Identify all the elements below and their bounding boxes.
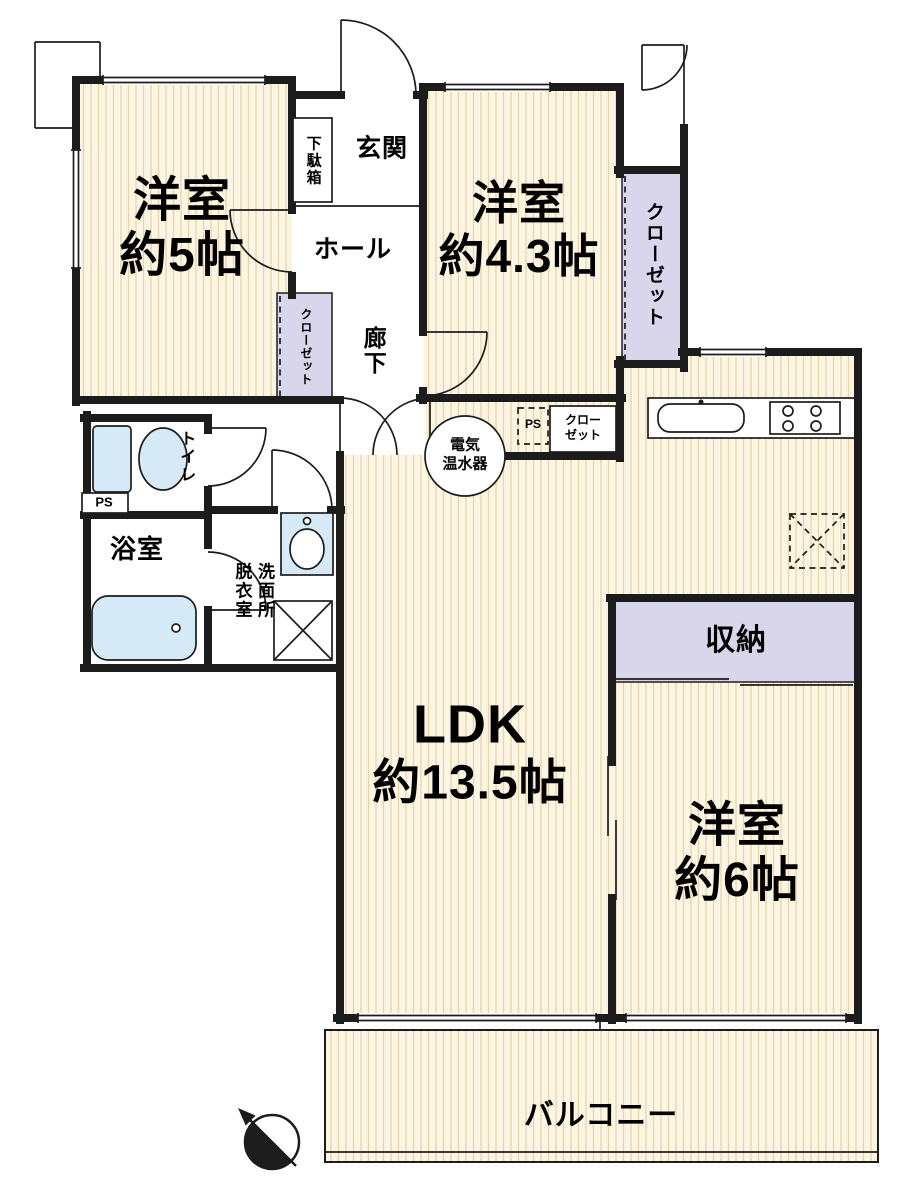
water-heater-icon [424,415,506,497]
ps-left-label: PS [95,494,113,510]
washbasin-icon [280,512,334,576]
entrance-door-arc [340,19,417,96]
washroom-door-arc [271,449,333,511]
room43-size: 約4.3帖 [438,230,600,282]
room6-label: 洋室 約6帖 [674,798,800,908]
ps-left-box [81,492,129,514]
stove-icon [769,401,841,435]
balcony-floor [324,1029,879,1163]
room5-door-arc [229,209,293,273]
bathroom-label: 浴室 [109,534,165,565]
compass-icon [238,1108,301,1171]
ldk-door-right-arc [372,397,431,456]
storage-box [611,597,859,683]
entrance-label: 玄関 [355,134,409,163]
closet-small-box [549,405,617,453]
storage-label: 収納 [705,623,767,657]
closets [276,171,859,683]
ldk-size: 約13.5帖 [372,756,568,810]
ldk-floor [340,352,858,1018]
room6-name: 洋室 [687,798,787,852]
water-heater-label: 電気 温水器 [442,436,488,472]
bathtub-icon [91,595,197,661]
room6-size: 約6帖 [674,854,800,907]
dressing-washroom-label: 脱衣室 洗面所 [232,562,275,620]
shoe-cabinet-label: 下駄箱 [304,135,322,187]
kitchen-sink-icon [657,399,745,433]
room43-name: 洋室 [471,177,566,230]
room43-label: 洋室 約4.3帖 [439,177,600,283]
room5-name: 洋室 [132,173,232,227]
room5-label: 洋室 約5帖 [119,173,245,283]
closet-right-label: クローゼット [642,202,664,328]
dressing-room-label: 脱衣室 [232,562,252,620]
ldk-name: LDK [413,694,527,755]
ldk-label: LDK 約13.5帖 [372,693,567,810]
washroom-label: 洗面所 [255,562,275,620]
washing-machine-pan-icon [273,600,333,661]
porch-door-arc [641,44,688,91]
ps-kitchen-box [517,407,549,445]
corridor-label: 廊下 [360,326,387,376]
door-arcs [207,19,688,611]
room5-size: 約5帖 [119,229,245,282]
refrigerator-space-icon [789,513,845,569]
sliding-doors [279,176,853,900]
closet-small-label: クロー ゼット [564,413,602,442]
toilet-label: トイレ [177,430,195,484]
ps-kitchen-label: PS [524,417,542,432]
room43-door-arc [422,331,488,397]
bath-door-arc [207,551,267,611]
room5-floor [76,80,292,400]
balcony-label: バルコニー [523,1098,679,1132]
ldk-door-left-arc [339,397,398,456]
hall-label: ホール [313,235,393,264]
toilet-door-arc [207,427,267,487]
shoe-cabinet-box [292,117,333,203]
exterior-outline [34,41,685,129]
room43-floor [423,87,620,400]
windows [71,75,847,1023]
interior-details [292,117,878,1153]
toilet-icon [92,425,188,493]
closet-room5-label: クローゼット [298,308,313,386]
